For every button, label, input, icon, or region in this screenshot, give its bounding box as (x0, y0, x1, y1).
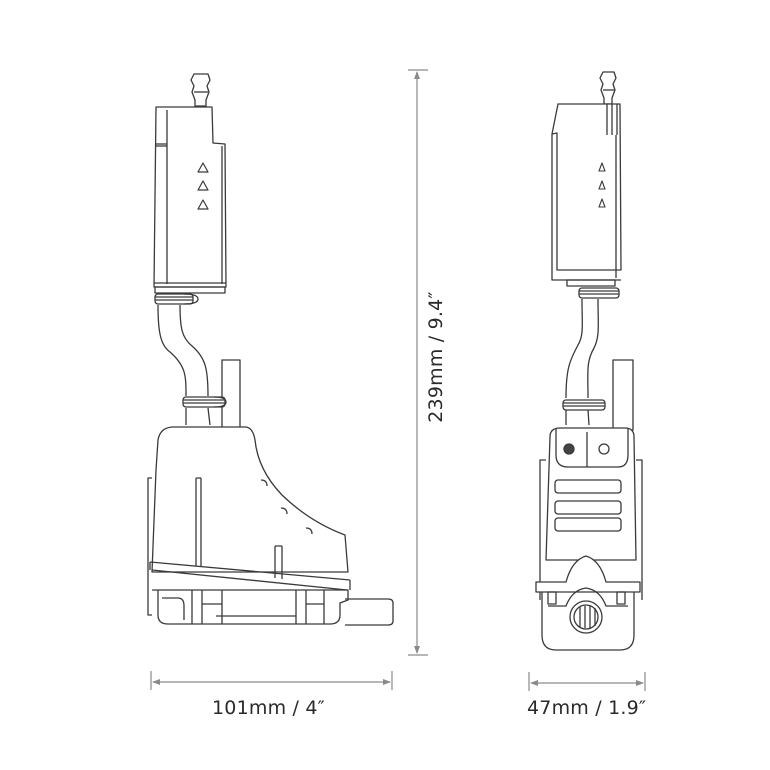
width-dimension-label: 101mm / 4″ (212, 697, 325, 719)
sensor-housing (551, 103, 622, 287)
up-triangle-icon (197, 162, 209, 173)
indicator-led-empty (598, 443, 610, 455)
up-triangle-icon (197, 199, 209, 210)
up-triangle-icon (598, 162, 606, 172)
depth-dimension-line (528, 672, 646, 691)
vent-tube (221, 359, 241, 433)
up-triangle-icon (598, 198, 606, 208)
hose-clamp-upper (578, 287, 620, 299)
hose-barb-nozzle (599, 71, 617, 105)
height-dimension-line (408, 69, 428, 656)
dimension-lines (150, 69, 646, 691)
width-dimension-line (150, 671, 393, 690)
drain-hose (565, 298, 599, 399)
hose-clamp-lower (182, 396, 227, 408)
side-view (147, 73, 394, 626)
front-view (535, 71, 643, 651)
hose-barb-nozzle (190, 73, 211, 107)
depth-dimension-label: 47mm / 1.9″ (527, 697, 647, 719)
reservoir-body (535, 427, 643, 651)
height-dimension-label: 239mm / 9.4″ (425, 291, 447, 423)
hose-clamp-lower (562, 399, 606, 411)
outlet-spigot (345, 598, 394, 626)
up-triangle-icon (197, 180, 209, 191)
outlet-port (569, 600, 603, 634)
up-triangle-icon (598, 180, 606, 190)
level-arrow-markings (598, 162, 606, 208)
hose-clamp-upper (154, 293, 199, 305)
reservoir-body (147, 426, 394, 626)
vent-tube (612, 359, 634, 431)
level-arrow-markings (197, 162, 209, 210)
drain-hose (157, 304, 209, 397)
sensor-housing (153, 106, 227, 294)
indicator-led-filled (563, 443, 575, 455)
